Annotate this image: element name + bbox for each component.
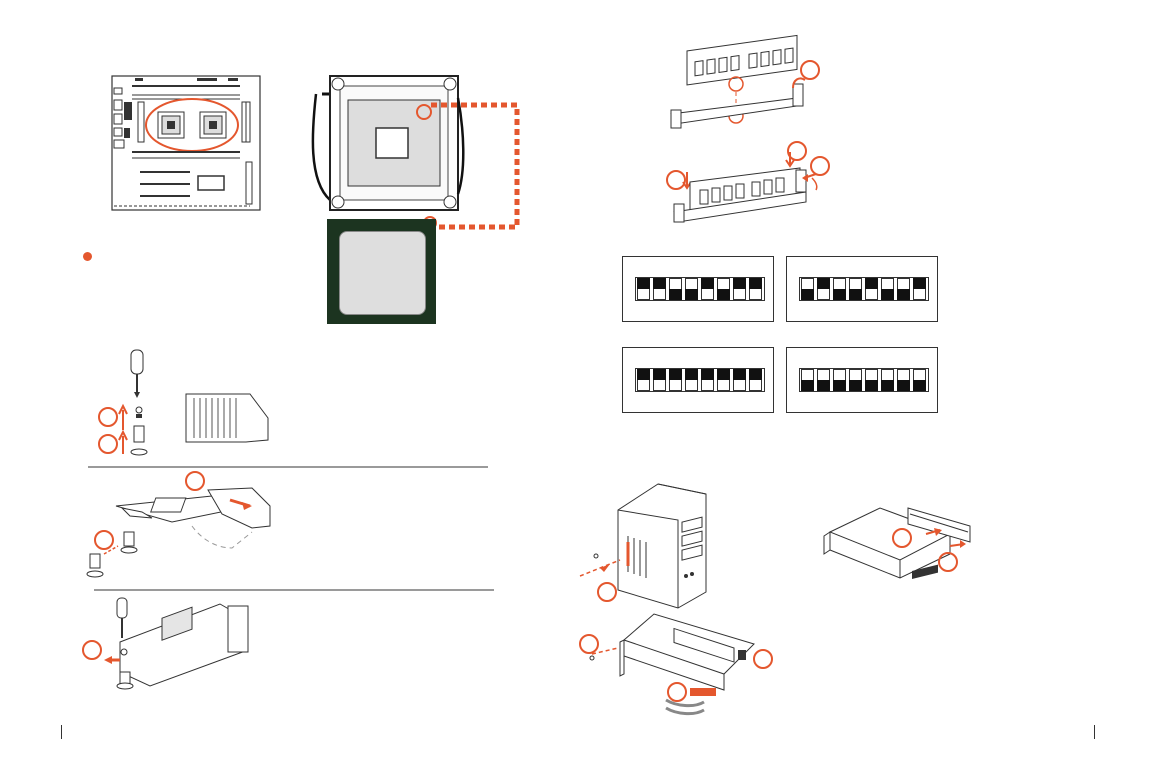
- dip-switch-bank: [799, 277, 929, 301]
- dip-switch: [912, 369, 928, 391]
- dip-switch-knob: [865, 278, 878, 289]
- dip-switch-knob: [849, 289, 862, 300]
- dip-switch: [880, 369, 896, 391]
- page-margin-mark-left: [61, 725, 66, 739]
- dip-switch-knob: [669, 289, 682, 300]
- dip-switch-knob: [833, 380, 846, 391]
- m2-card-secure-screw-diagram: [80, 594, 270, 694]
- dip-switch-block-3: [622, 347, 774, 413]
- dip-switch-knob: [701, 278, 714, 289]
- dip-switch: [716, 369, 732, 391]
- dip-switch-knob: [913, 278, 926, 289]
- dip-switch-knob: [881, 289, 894, 300]
- dip-switch: [816, 278, 832, 300]
- dip-switch: [748, 369, 764, 391]
- dip-switch-block-1: [622, 256, 774, 322]
- dip-switch: [864, 278, 880, 300]
- dip-switch: [700, 278, 716, 300]
- dip-switch: [912, 278, 928, 300]
- dip-switch-knob: [701, 369, 714, 380]
- dip-switch-knob: [897, 289, 910, 300]
- cpu-processor: [327, 219, 436, 324]
- dip-switch: [636, 278, 652, 300]
- dip-switch-bank: [635, 277, 765, 301]
- dimm-insertion-diagram: [660, 138, 840, 228]
- dip-switch: [668, 369, 684, 391]
- section-divider: [94, 589, 494, 591]
- dip-switch: [864, 369, 880, 391]
- dip-switch-knob: [733, 278, 746, 289]
- dip-switch-block-4: [786, 347, 938, 413]
- dip-switch-knob: [913, 380, 926, 391]
- dip-switch-knob: [817, 278, 830, 289]
- dip-switch-knob: [749, 278, 762, 289]
- dip-switch-knob: [653, 369, 666, 380]
- dip-switch-knob: [865, 380, 878, 391]
- dip-switch: [652, 369, 668, 391]
- dip-switch-knob: [881, 380, 894, 391]
- section-divider: [88, 466, 488, 468]
- dip-switch: [732, 278, 748, 300]
- dip-switch-knob: [801, 380, 814, 391]
- dip-switch: [848, 369, 864, 391]
- dip-switch: [896, 278, 912, 300]
- dip-switch-block-2: [786, 256, 938, 322]
- dip-switch-knob: [637, 369, 650, 380]
- dip-switch: [636, 369, 652, 391]
- cpu-socket-diagram: [312, 70, 527, 235]
- dip-switch-knob: [801, 289, 814, 300]
- dip-switch-knob: [717, 369, 730, 380]
- dip-switch: [668, 278, 684, 300]
- dip-switch-knob: [849, 380, 862, 391]
- m2-card-insertion-diagram: [82, 470, 282, 582]
- dip-switch-knob: [653, 278, 666, 289]
- dip-switch-knob: [733, 369, 746, 380]
- dip-switch-knob: [685, 289, 698, 300]
- dip-switch: [800, 278, 816, 300]
- dip-switch: [848, 278, 864, 300]
- m2-standoff-and-heatsink-diagram: [90, 348, 275, 463]
- dip-switch-knob: [637, 278, 650, 289]
- dip-switch-knob: [817, 380, 830, 391]
- dip-switch-knob: [897, 380, 910, 391]
- dip-switch: [684, 369, 700, 391]
- cpu-heat-spreader: [339, 231, 426, 315]
- dip-switch: [816, 369, 832, 391]
- dip-switch-knob: [717, 289, 730, 300]
- expansion-card-bracket-diagram: [574, 610, 784, 720]
- dip-switch: [716, 278, 732, 300]
- page-margin-mark-right: [1094, 725, 1099, 739]
- dip-switch: [652, 278, 668, 300]
- dip-switch: [700, 369, 716, 391]
- dip-switch-knob: [685, 369, 698, 380]
- dip-switch: [684, 278, 700, 300]
- dip-switch: [800, 369, 816, 391]
- dip-switch: [748, 278, 764, 300]
- expansion-card-install-diagram: [820, 498, 980, 598]
- dip-switch: [896, 369, 912, 391]
- bullet-dot-icon: [83, 252, 92, 261]
- dip-switch: [732, 369, 748, 391]
- dip-switch-knob: [749, 369, 762, 380]
- pc-case-diagram: [578, 480, 728, 608]
- dimm-alignment-diagram: [665, 40, 835, 130]
- dip-switch-knob: [669, 369, 682, 380]
- dip-switch: [880, 278, 896, 300]
- motherboard-diagram: [100, 72, 270, 214]
- dip-switch-bank: [635, 368, 765, 392]
- dip-switch-bank: [799, 368, 929, 392]
- dip-switch: [832, 278, 848, 300]
- dip-switch: [832, 369, 848, 391]
- dip-switch-knob: [833, 289, 846, 300]
